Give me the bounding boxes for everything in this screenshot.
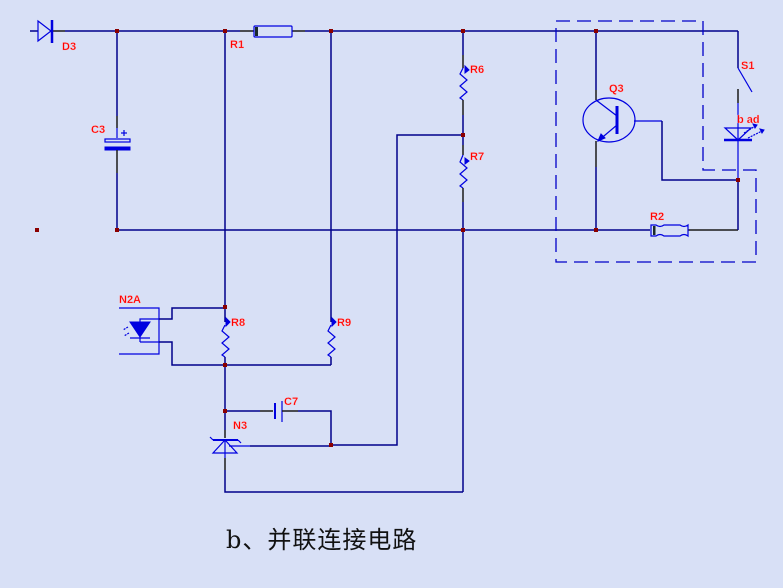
diode-d3 (37, 19, 54, 43)
label-q3: Q3 (609, 83, 624, 95)
label-r7: R7 (470, 151, 484, 163)
label-c7: C7 (284, 396, 298, 408)
label-c3: C3 (91, 124, 105, 136)
label-n3: N3 (233, 420, 247, 432)
resistor-r7 (459, 145, 470, 492)
label-r6: R6 (470, 64, 484, 76)
label-r9: R9 (337, 317, 351, 329)
label-r1: R1 (230, 39, 244, 51)
junction-dots (35, 29, 740, 447)
resistor-r8 (221, 307, 231, 430)
capacitor-c3 (104, 31, 131, 230)
diagram-caption: b、并联连接电路 (226, 526, 418, 554)
resistor-r1 (253, 25, 293, 38)
label-d3: D3 (62, 41, 76, 53)
resistor-r6 (459, 31, 470, 145)
wire-divider-tap (331, 134, 463, 446)
label-led: b ad (737, 114, 760, 126)
ground-rail-wire (117, 180, 739, 231)
label-s1: S1 (741, 60, 754, 72)
resistor-r9 (327, 307, 337, 365)
label-r8: R8 (231, 317, 245, 329)
optocoupler-n2a (119, 307, 331, 366)
switch-s1 (737, 31, 753, 103)
transistor-q3 (582, 31, 738, 230)
led-bad (723, 103, 765, 180)
resistor-r2 (650, 223, 689, 238)
module-dashed-outline (555, 20, 757, 263)
label-r2: R2 (650, 211, 664, 223)
label-n2a: N2A (119, 294, 141, 306)
regulator-n3 (209, 430, 463, 493)
capacitor-c7 (225, 401, 332, 445)
